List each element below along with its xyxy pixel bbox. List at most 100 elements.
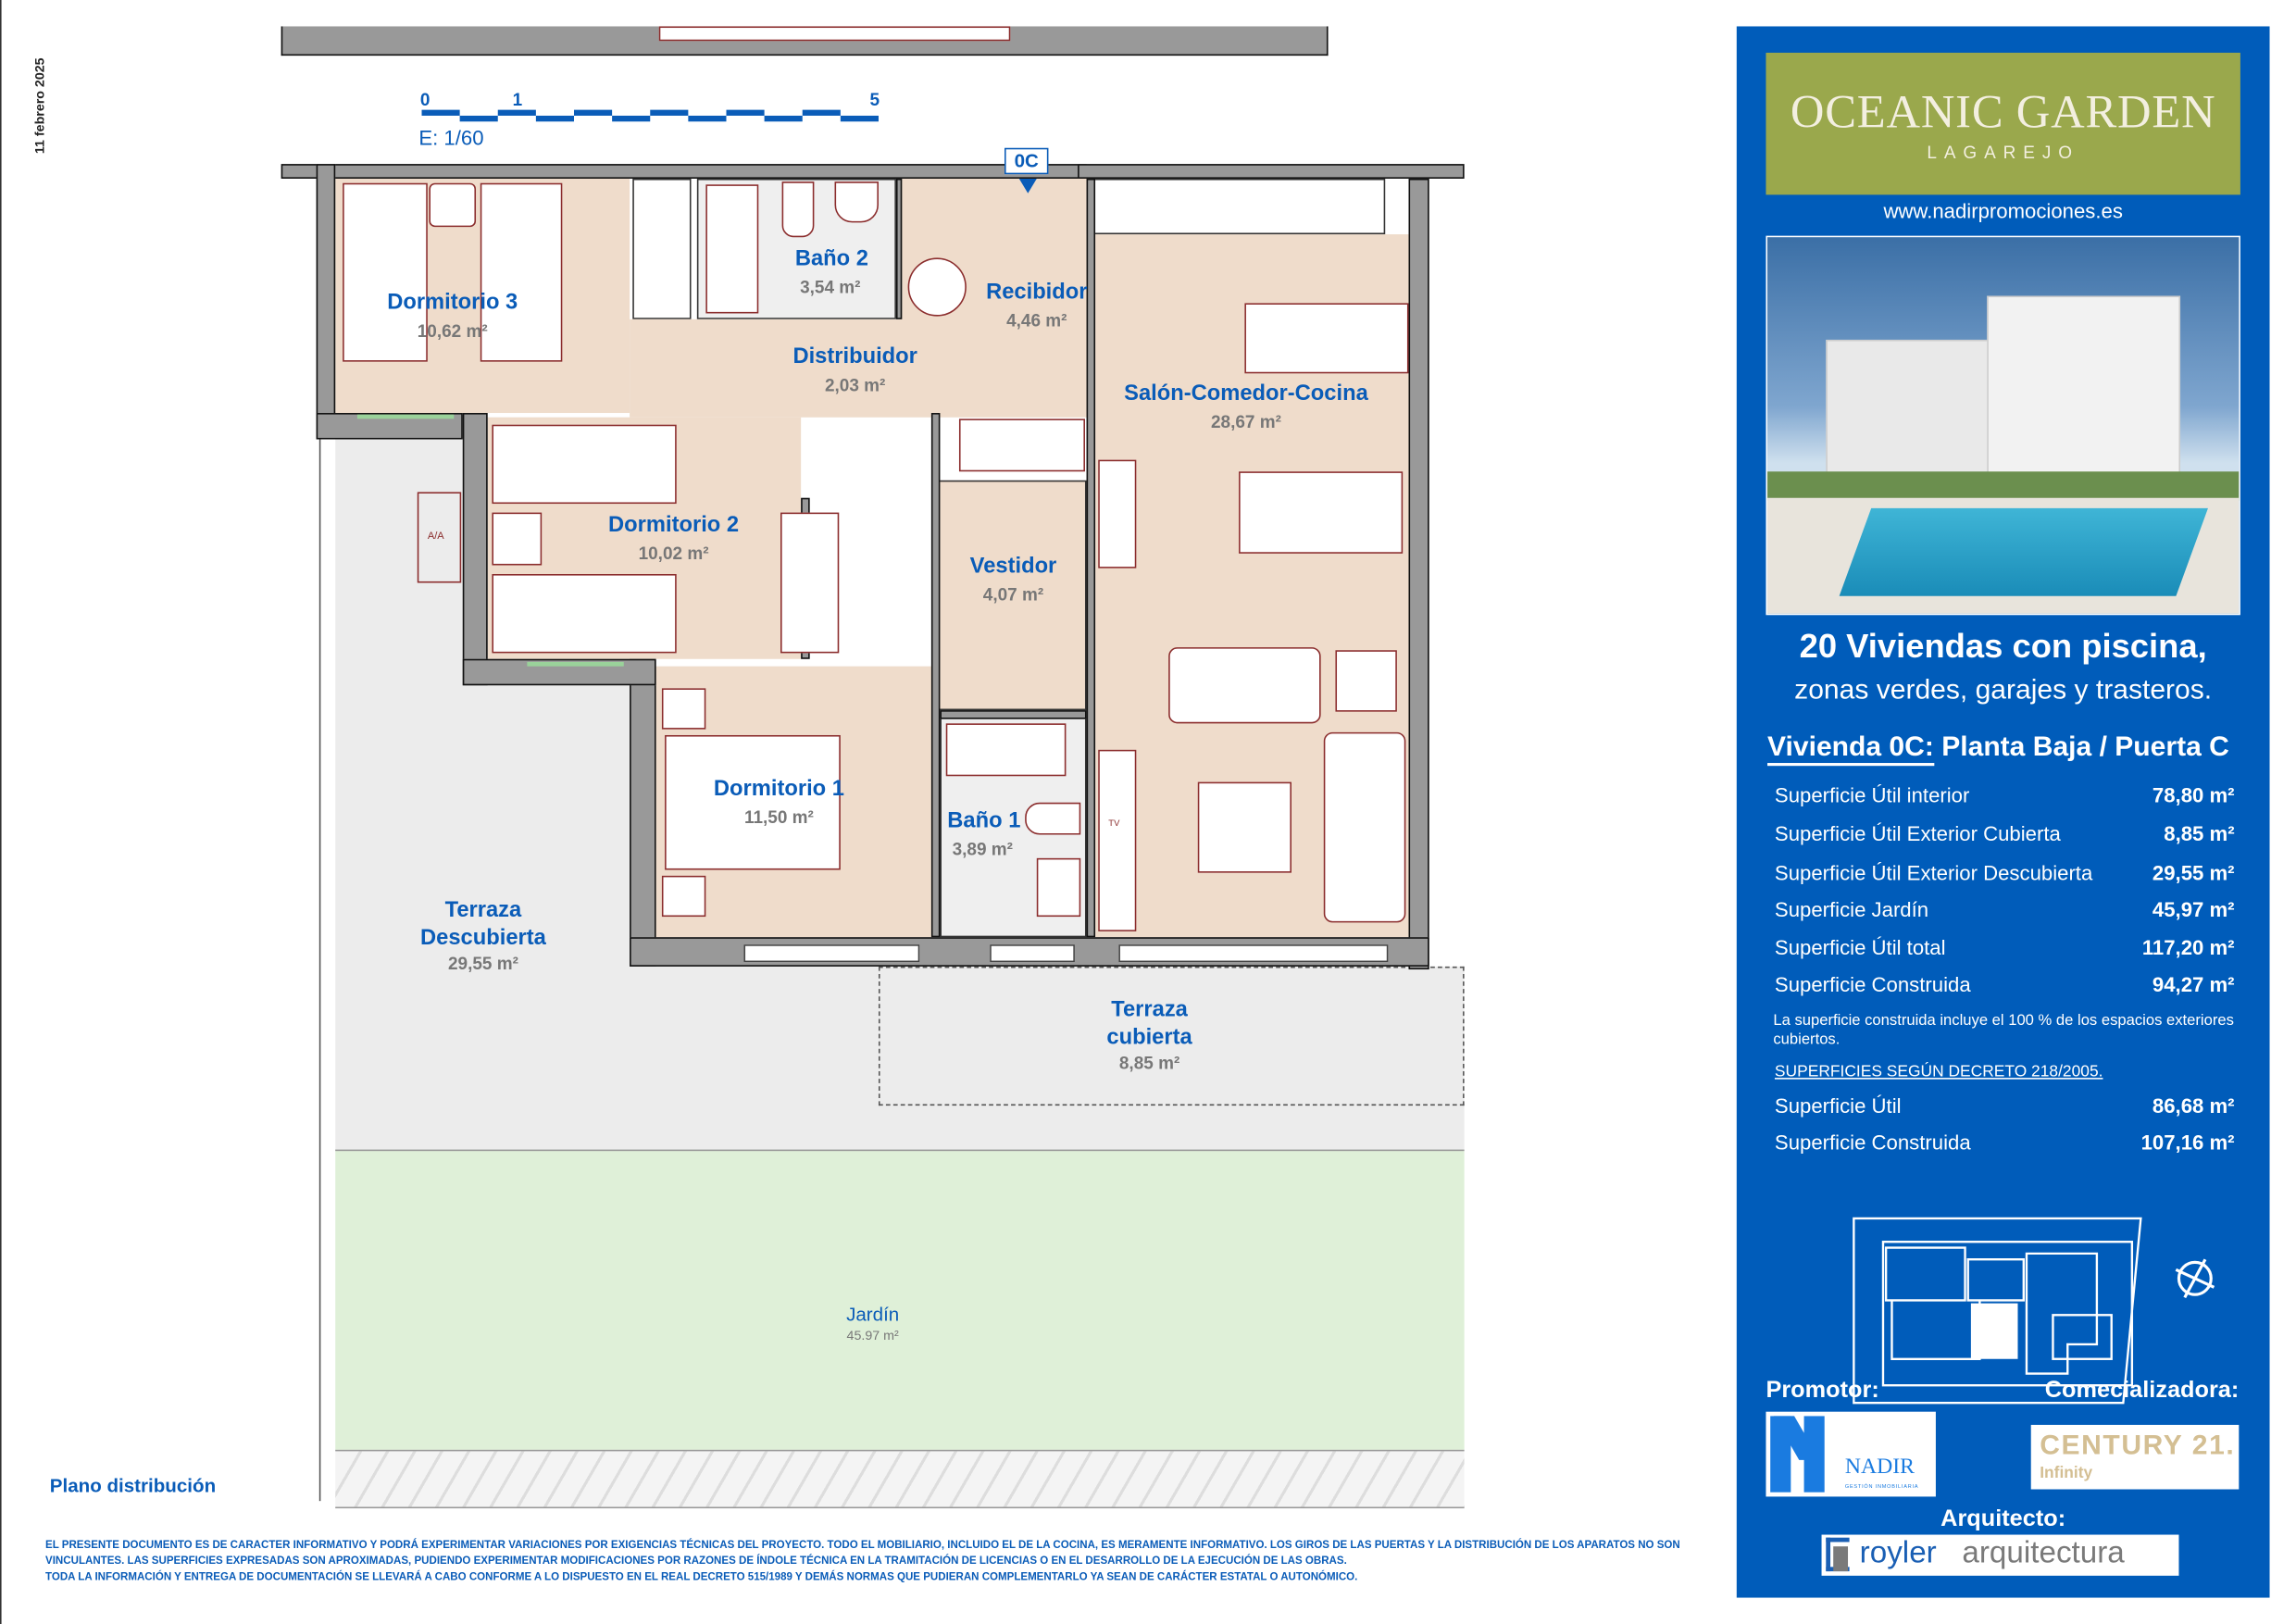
coffee-table (1197, 781, 1292, 873)
window (356, 414, 455, 419)
page-border (0, 0, 2, 1624)
wall (1086, 178, 1096, 938)
toilet (781, 181, 815, 238)
unit-tag: 0C (1004, 147, 1049, 175)
wall (281, 164, 1087, 179)
window (1118, 944, 1389, 963)
surface-label: Superficie Útil Exterior Descubierta (1774, 860, 2093, 885)
decree-title: SUPERFICIES SEGÚN DECRETO 218/2005. (1774, 1063, 2103, 1081)
brand-name: OCEANIC GARDEN (1790, 84, 2216, 138)
room-distribuidor (630, 319, 1096, 418)
nightstand (661, 875, 706, 918)
surface-label: Superficie Útil total (1774, 935, 1946, 959)
surface-label: Superficie Construida (1774, 1131, 1971, 1155)
room-area: 28,67 m² (1210, 411, 1281, 432)
surface-label: Superficie Construida (1774, 972, 1971, 996)
room-name: Terraza Descubierta (420, 897, 546, 951)
room-area: 8,85 m² (1118, 1053, 1180, 1074)
garden (335, 1149, 1465, 1450)
seller-label: Comecializadora: (2044, 1378, 2240, 1404)
entrance-arrow-icon (1018, 178, 1037, 194)
bed (492, 573, 677, 654)
surface-label: Superficie Útil Exterior Cubierta (1774, 821, 2061, 845)
room-name: Salón-Comedor-Cocina (1124, 381, 1368, 406)
royler-logo: royler arquitectura (1821, 1534, 2179, 1576)
royler-logo-text-b: arquitectura (1962, 1536, 2125, 1570)
furniture (658, 26, 1011, 42)
room-name: Dormitorio 1 (713, 776, 844, 802)
surface-value: 78,80 m² (2152, 783, 2235, 807)
nadir-logo-sub: GESTIÓN INMOBILIARIA (1844, 1483, 1919, 1490)
project-logo: OCEANIC GARDEN LAGAREJO (1766, 52, 2240, 195)
kitchen-island (1244, 303, 1409, 374)
surface-value: 107,16 m² (2140, 1131, 2235, 1155)
brand-sub: LAGAREJO (1927, 142, 2079, 163)
nadir-logo: NADIR GESTIÓN INMOBILIARIA (1766, 1411, 1936, 1497)
nadir-logo-text: NADIR (1844, 1455, 1915, 1480)
sink (834, 181, 879, 223)
washing-machine (907, 257, 967, 317)
nightstand (492, 512, 543, 566)
wardrobe (780, 512, 840, 654)
shower (705, 184, 759, 314)
scale-label: E: 1/60 (418, 126, 484, 150)
surface-note: La superficie construida incluye el 100 … (1773, 1011, 2234, 1049)
sofa (1168, 647, 1321, 724)
wall (630, 658, 656, 967)
kitchen-counter (1086, 178, 1386, 235)
room-name: Baño 2 (794, 245, 868, 271)
surface-value: 86,68 m² (2152, 1093, 2235, 1118)
garden-border (335, 1449, 1465, 1509)
surface-value: 8,85 m² (2164, 821, 2235, 845)
bed (492, 424, 677, 505)
north-compass-icon (2175, 1258, 2215, 1299)
promotor-label: Promotor: (1766, 1378, 1879, 1404)
room-area: 29,55 m² (447, 953, 518, 974)
wall (895, 178, 903, 319)
room-area: 3,89 m² (952, 839, 1013, 860)
surface-value: 94,27 m² (2152, 972, 2235, 996)
room-name: Vestidor (969, 553, 1057, 579)
surface-label: Superficie Jardín (1774, 897, 1929, 921)
room-name: Recibidor (986, 280, 1088, 305)
room-area: 10,02 m² (638, 543, 709, 564)
shower (945, 723, 1067, 777)
boundary-line (318, 417, 321, 1502)
window (743, 944, 920, 963)
bed (343, 182, 428, 362)
sink (1036, 857, 1081, 918)
toilet (1025, 802, 1081, 835)
bed (665, 734, 841, 870)
disclaimer: EL PRESENTE DOCUMENTO ES DE CARACTER INF… (45, 1536, 1729, 1584)
ac-label: A/A (427, 531, 444, 543)
wall (462, 413, 488, 686)
disclaimer-text: EL PRESENTE DOCUMENTO ES DE CARACTER INF… (45, 1537, 1680, 1568)
wall (930, 413, 941, 938)
wardrobe (958, 418, 1085, 472)
ac-unit (417, 492, 462, 583)
window (527, 661, 624, 667)
architect-label: Arquitecto: (1940, 1506, 2066, 1532)
dining-table (1239, 471, 1404, 554)
century21-logo: CENTURY 21. Infinity (2030, 1424, 2240, 1490)
unit-prefix: Vivienda 0C: (1767, 731, 1934, 767)
nightstand (429, 182, 477, 228)
scale-tick: 0 (419, 89, 430, 110)
room-vestidor (937, 480, 1087, 711)
website-link[interactable]: www.nadirpromociones.es (1883, 199, 2123, 223)
scale-tick: 1 (512, 89, 523, 110)
surface-label: Superficie Útil (1774, 1093, 1902, 1118)
room-name: Jardín (846, 1303, 900, 1326)
surface-value: 117,20 m² (2141, 935, 2235, 959)
terrace-lower (630, 966, 1465, 1150)
disclaimer-text: TODA LA INFORMACIÓN Y ENTREGA DE DOCUMEN… (45, 1569, 1358, 1583)
century21-logo-sub: Infinity (2040, 1464, 2093, 1482)
armchair (1335, 650, 1397, 712)
wall (316, 164, 336, 440)
sofa (1323, 731, 1406, 923)
tv-label: TV (1108, 819, 1120, 830)
century21-logo-text: CENTURY 21. (2040, 1430, 2236, 1462)
terrace-covered-outline (878, 966, 1465, 1106)
